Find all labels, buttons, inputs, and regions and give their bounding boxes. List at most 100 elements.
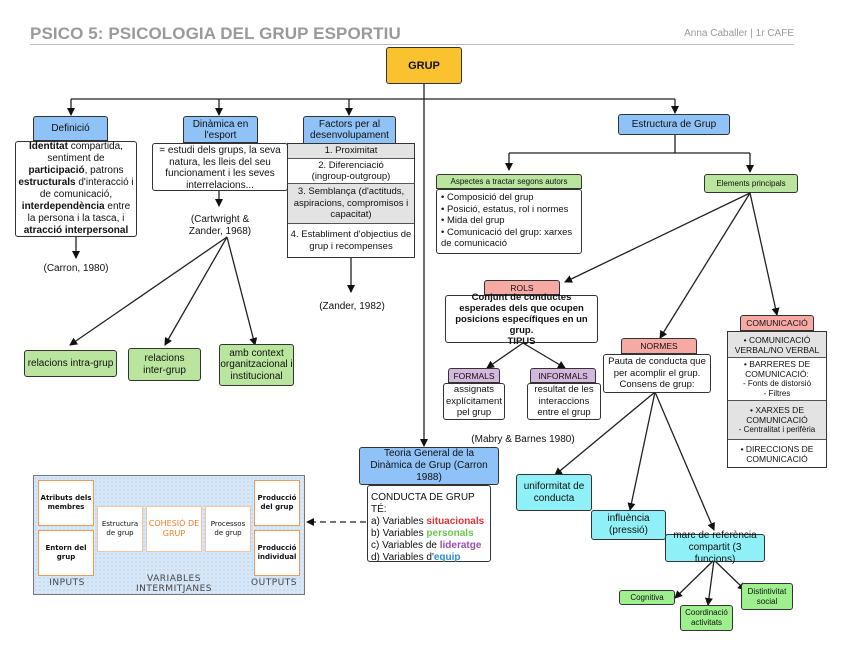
model-output-individual: Producció individual — [254, 530, 300, 576]
model-estructura: Estructura de grup — [97, 506, 143, 552]
child-label: relacions inter-grup — [143, 352, 186, 376]
factors-list: 1. Proximitat 2. Diferenciació (ingroup-… — [287, 143, 415, 258]
root-label: GRUP — [408, 59, 440, 72]
formals-text: assignats explícitament pel grup — [446, 384, 502, 419]
dinamica-body: = estudi dels grups, la seva natura, les… — [152, 143, 288, 191]
header-divider — [30, 44, 794, 45]
normes-child-influencia[interactable]: influència (pressió) — [591, 510, 666, 540]
elements-node[interactable]: Elements principals — [704, 174, 798, 193]
comunicacio-item: • XARXES DE COMUNICACIÓ - Centralitat i … — [728, 401, 826, 440]
teoria-heading: CONDUCTA DE GRUP TÉ: — [371, 492, 475, 515]
child-label: influència (pressió) — [607, 513, 650, 536]
funcio-label: Cognitiva — [630, 592, 664, 602]
factor-item: 2. Diferenciació (ingroup-outgroup) — [288, 159, 414, 184]
item-highlight: equip — [433, 552, 461, 563]
item-prefix: b) Variables — [371, 528, 427, 539]
definicio-source: (Carron, 1980) — [43, 263, 109, 274]
teoria-body: CONDUCTA DE GRUP TÉ: a) Variables situac… — [367, 485, 491, 564]
root-node-grup[interactable]: GRUP — [386, 47, 462, 84]
definicio-text: Identitat compartida, sentiment de parti… — [18, 141, 134, 236]
normes-child-uniformitat[interactable]: uniformitat de conducta — [516, 474, 592, 511]
rols-title: ROLS — [510, 282, 534, 293]
author-label: Anna Caballer | 1r CAFE — [684, 28, 794, 39]
definicio-keyword: participació — [28, 165, 85, 176]
item-prefix: d) Variables d' — [371, 552, 434, 563]
child-label: uniformitat de conducta — [523, 480, 585, 504]
aspectes-node[interactable]: Aspectes a tractar segons autors — [436, 174, 582, 189]
aspectes-list: • Composició del grup • Posició, estatus… — [436, 189, 582, 254]
model-input-atributs: Atributs dels membres — [38, 480, 94, 526]
comunicacio-item: • DIRECCIONS DE COMUNICACIÓ — [728, 440, 826, 467]
aspecte-item: • Posició, estatus, rol i normes — [441, 203, 569, 215]
comunicacio-list: • COMUNICACIÓ VERBAL/NO VERBAL • BARRERE… — [727, 331, 827, 468]
comunicacio-title: COMUNICACIÓ — [746, 318, 808, 328]
rols-body: Conjunt de conductes esperades dels que … — [445, 292, 598, 347]
factor-item: 3. Semblança (d'actituds, aspiracions, c… — [288, 184, 414, 224]
normes-text: Pauta de conducta que per acomplir el gr… — [608, 356, 706, 391]
dinamica-node[interactable]: Dinàmica en l'esport — [183, 116, 258, 143]
definicio-body: Identitat compartida, sentiment de parti… — [15, 141, 137, 237]
informals-node[interactable]: INFORMALS — [530, 368, 596, 383]
dinamica-child-context[interactable]: amb context organitzacional i institucio… — [219, 344, 294, 386]
factors-title: Factors per al desenvolupament — [310, 119, 389, 141]
child-label: relacions intra-grup — [27, 357, 114, 369]
funcio-distintivitat[interactable]: Distintivitat social — [741, 583, 793, 610]
normes-body: Pauta de conducta que per acomplir el gr… — [603, 354, 711, 393]
rols-source: (Mabry & Barnes 1980) — [471, 434, 575, 445]
informals-body: resultat de les interaccions entre el gr… — [527, 383, 601, 420]
dinamica-child-inter[interactable]: relacions inter-grup — [128, 348, 201, 381]
item-line: - Filtres — [763, 389, 791, 398]
item-highlight: personals — [426, 528, 474, 539]
factor-item: 1. Proximitat — [288, 144, 414, 159]
definicio-keyword: estructurals — [18, 177, 76, 188]
formals-node[interactable]: FORMALS — [448, 368, 500, 383]
item-prefix: a) Variables — [371, 516, 427, 527]
aspecte-item: • Composició del grup — [441, 192, 534, 203]
item-line: • BARRERES DE COMUNICACIÓ: — [743, 359, 811, 379]
teoria-item: b) Variables personals — [371, 528, 474, 540]
aspectes-title: Aspectes a tractar segons autors — [450, 176, 568, 186]
teoria-title: Teoria General de la Dinàmica de Grup (C… — [370, 448, 488, 483]
dinamica-child-intra[interactable]: relacions intra-grup — [24, 350, 117, 377]
dinamica-title: Dinàmica en l'esport — [192, 118, 249, 141]
aspecte-item: • Mida del grup — [441, 215, 505, 226]
informals-title: INFORMALS — [538, 370, 588, 381]
definicio-node[interactable]: Definició — [33, 116, 108, 141]
estructura-node[interactable]: Estructura de Grup — [618, 114, 730, 135]
carron-model-diagram: Atributs dels membres Entorn del grup Es… — [33, 475, 305, 595]
teoria-node[interactable]: Teoria General de la Dinàmica de Grup (C… — [359, 447, 499, 485]
teoria-item: a) Variables situacionals — [371, 516, 484, 528]
teoria-item: d) Variables d'equip — [371, 552, 461, 564]
funcio-coordinacio[interactable]: Coordinació activitats — [680, 605, 733, 631]
comunicacio-item: • BARRERES DE COMUNICACIÓ: - Fonts de di… — [728, 358, 826, 401]
model-processos: Processos de grup — [205, 506, 251, 552]
normes-node[interactable]: NORMES — [621, 338, 697, 354]
item-line: - Centralitat i perifèria — [738, 425, 816, 434]
dinamica-text: = estudi dels grups, la seva natura, les… — [159, 145, 281, 191]
model-input-entorn: Entorn del grup — [38, 530, 94, 576]
elements-title: Elements principals — [716, 178, 786, 188]
comunicacio-node[interactable]: COMUNICACIÓ — [740, 315, 814, 331]
definicio-keyword: atracció interpersonal — [23, 225, 129, 236]
normes-child-marc[interactable]: marc de referència compartit (3 funcions… — [665, 530, 765, 565]
normes-title: NORMES — [640, 341, 678, 351]
model-cohesio: COHESIÓ DE GRUP — [146, 506, 202, 552]
item-prefix: c) Variables de — [371, 540, 440, 551]
model-label-outputs: OUTPUTS — [251, 578, 297, 588]
funcio-label: Distintivitat social — [747, 586, 787, 606]
item-line: • XARXES DE COMUNICACIÓ — [746, 405, 808, 425]
aspecte-item: • Comunicació del grup: xarxes de comuni… — [441, 226, 573, 250]
model-label-inputs: INPUTS — [49, 578, 85, 588]
child-label: amb context organitzacional i institucio… — [220, 347, 293, 382]
funcio-cognitiva[interactable]: Cognitiva — [619, 590, 675, 605]
child-label: marc de referència compartit (3 funcions… — [673, 530, 757, 565]
informals-text: resultat de les interaccions entre el gr… — [534, 384, 594, 419]
definicio-title: Definició — [51, 122, 90, 134]
item-highlight: situacionals — [426, 516, 485, 527]
rols-node[interactable]: ROLS — [484, 280, 560, 295]
factors-node[interactable]: Factors per al desenvolupament — [303, 116, 396, 144]
model-label-variables: VARIABLES INTERMITJANES — [135, 574, 213, 594]
definicio-keyword: interdependència — [21, 201, 105, 212]
estructura-title: Estructura de Grup — [631, 118, 717, 130]
model-output-grup: Producció del grup — [254, 480, 300, 526]
